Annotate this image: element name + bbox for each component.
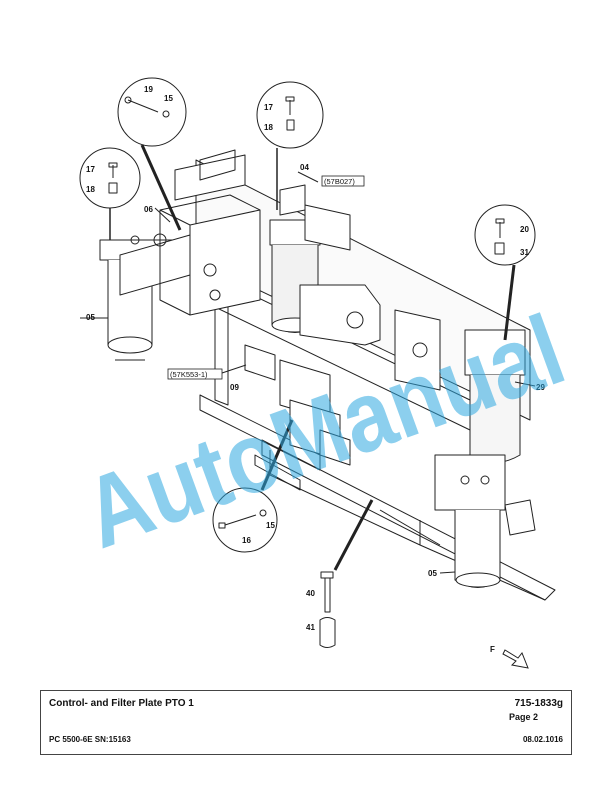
valve-stack: [244, 344, 351, 466]
front-direction-arrow-icon: [502, 649, 529, 669]
valve-block: [159, 149, 261, 316]
drawing-number: 715-1833g: [514, 698, 563, 709]
detail-circle-19-15: [117, 77, 187, 231]
page-number: Page 2: [509, 712, 539, 722]
label-17-left: 17: [86, 165, 95, 174]
label-20: 20: [520, 225, 529, 234]
label-05-right: 05: [428, 569, 437, 578]
filter-left: [99, 233, 191, 361]
label-15-bottom: 15: [266, 521, 275, 530]
label-16: 16: [242, 536, 251, 545]
detail-circle-17-18-left: [79, 147, 141, 240]
exploded-parts-drawing: 19 15 17 18 04 (57B027) 17 18 06 05 20 3…: [70, 77, 578, 669]
label-19: 19: [144, 85, 153, 94]
label-41: 41: [306, 623, 315, 632]
label-40: 40: [306, 589, 315, 598]
pump-block: [299, 284, 441, 391]
title-block: Control- and Filter Plate PTO 1 715-1833…: [40, 690, 572, 755]
reference-57k553-1: (57K553-1): [170, 370, 208, 379]
detail-bolt-bushing-40-41: [319, 499, 374, 648]
reference-57b027: (57B027): [324, 177, 355, 186]
label-18-top: 18: [264, 123, 273, 132]
label-18-left: 18: [86, 185, 95, 194]
revision-date: 08.02.1016: [522, 735, 563, 744]
label-05-left: 05: [86, 313, 95, 322]
label-04: 04: [300, 163, 309, 172]
label-15-top: 15: [164, 94, 173, 103]
drawing-title: Control- and Filter Plate PTO 1: [49, 698, 194, 709]
label-front-f: F: [490, 645, 495, 654]
detail-circle-20-31: [474, 204, 536, 341]
machine-model: PC 5500-6E SN:15163: [49, 735, 131, 744]
detail-circle-16-15: [212, 419, 294, 553]
label-06: 06: [144, 205, 153, 214]
filter-right-upper: [464, 329, 526, 463]
label-17-top: 17: [264, 103, 273, 112]
label-29: 29: [536, 383, 545, 392]
filter-right-lower: [434, 454, 536, 588]
label-09: 09: [230, 383, 239, 392]
detail-circle-17-18-top: [256, 81, 324, 210]
label-31: 31: [520, 248, 529, 257]
